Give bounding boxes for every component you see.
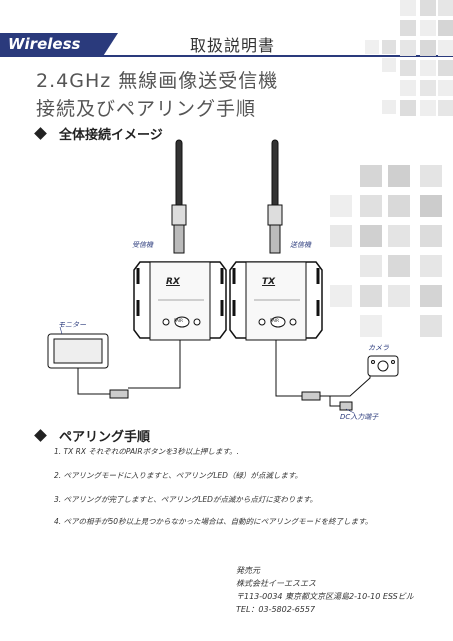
footer-phone: TEL：03-5802-6557 (236, 605, 316, 614)
diamond-bullet-icon (34, 429, 47, 442)
pairing-step-1: 1. TX RX それぞれのPAIRボタンを3秒以上押します。. (54, 447, 239, 456)
receiver-label: 受信機 (132, 241, 153, 249)
pairing-step-3: 3. ペアリングが完了しますと、ペアリングLEDが点滅から点灯に変わります。 (54, 495, 318, 504)
cables (77, 340, 371, 411)
footer-distributor-heading: 発売元 (236, 566, 260, 575)
tx-marking: TX (262, 277, 276, 287)
tx-pair-button: PAIR (270, 318, 279, 323)
monitor-label: モニター (58, 321, 86, 329)
pairing-step-4: 4. ペアの相手が50秒以上見つからなかった場合は、自動的にペアリングモードを終… (54, 517, 373, 526)
rx-pair-button: PAIR (174, 318, 183, 323)
monitor-icon (47, 333, 109, 376)
footer-company: 株式会社イーエスエス (236, 579, 316, 588)
main-title-line2: 接続及びペアリング手順 (36, 98, 257, 120)
rx-marking: RX (166, 277, 180, 287)
camera-label: カメラ (368, 344, 389, 352)
tx-unit (229, 261, 323, 341)
camera-icon (367, 355, 399, 377)
main-title-line1: 2.4GHz 無線画像送受信機 (36, 70, 279, 92)
rx-unit (133, 261, 227, 341)
section-heading-pairing: ペアリング手順 (34, 426, 150, 445)
footer-address: 〒113-0034 東京都文京区湯島2-10-10 ESSビル (236, 592, 414, 601)
rx-antenna (171, 139, 187, 254)
dc-input-label: DC入力端子 (340, 413, 379, 421)
pairing-step-2: 2. ペアリングモードに入りますと、ペアリングLED（緑）が点滅します。 (54, 471, 303, 480)
wireless-badge: Wireless (0, 33, 118, 55)
document-title: 取扱説明書 (190, 36, 276, 55)
section-heading-overview: 全体接続イメージ (34, 124, 163, 143)
tx-antenna (267, 139, 283, 254)
transmitter-label: 送信機 (290, 241, 311, 249)
header-rule (0, 55, 453, 57)
